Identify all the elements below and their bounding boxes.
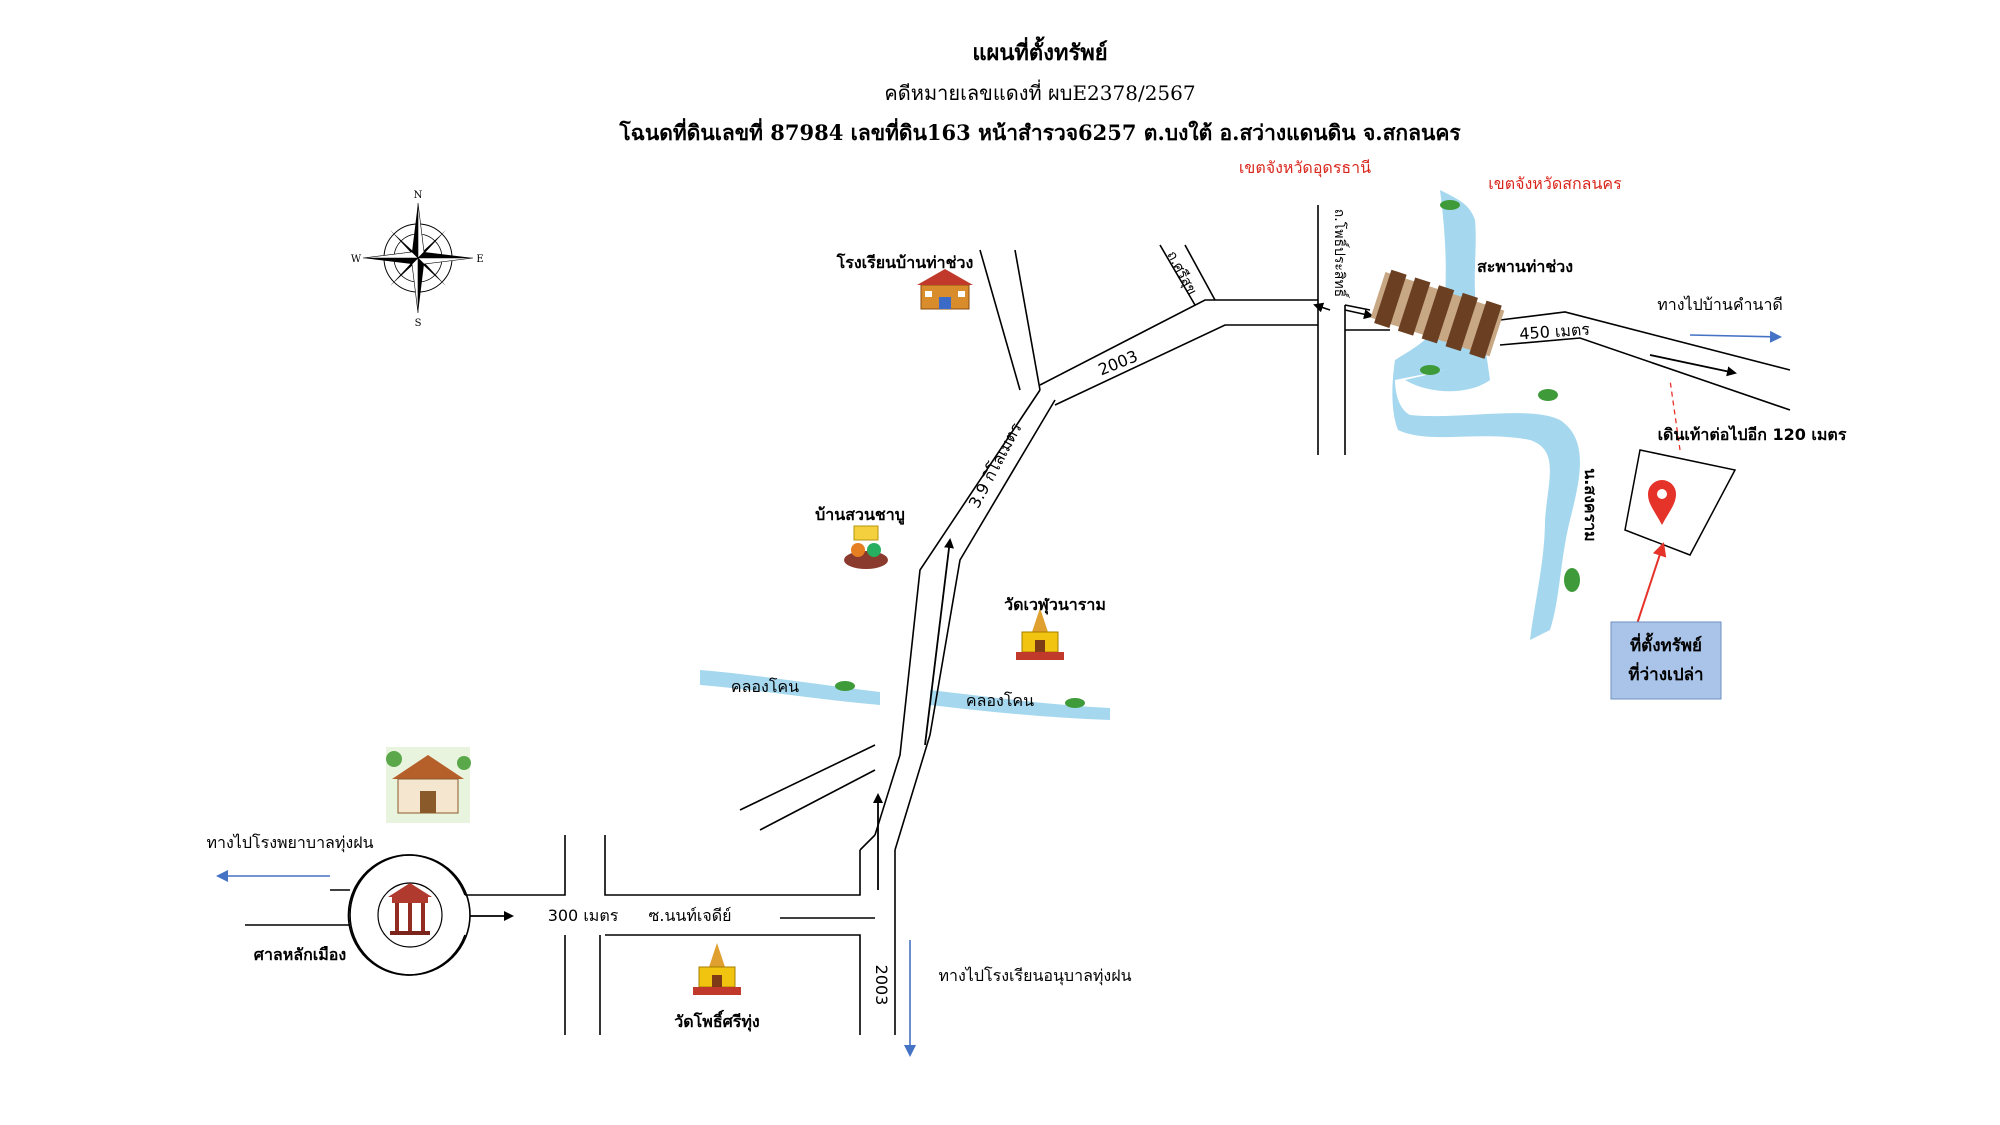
wat-pho-si-label: วัดโพธิ์ศรีทุ่ง <box>674 1010 759 1032</box>
to-ban-khamnadi-label: ทางไปบ้านคำนาดี <box>1657 295 1783 314</box>
canal-right <box>930 690 1110 720</box>
shrine-pavilion-icon <box>388 883 432 935</box>
compass-s: S <box>415 318 422 329</box>
school-label: โรงเรียนบ้านท่าช่วง <box>836 252 974 272</box>
to-kindergarten-label: ทางไปโรงเรียนอนุบาลทุ่งฝน <box>938 966 1131 986</box>
route-arrows <box>470 302 1737 921</box>
location-pin-icon <box>1648 480 1676 525</box>
property-pointer-arrow <box>1634 542 1667 631</box>
bridge-label: สะพานท่าช่วง <box>1477 257 1573 276</box>
distance-450-label: 450 เมตร <box>1519 320 1591 344</box>
city-pillar-label: ศาลหลักเมือง <box>254 945 346 964</box>
wat-wephu-label: วัดเวฬุวนาราม <box>1004 595 1106 615</box>
school-icon <box>917 269 973 310</box>
to-hospital-label: ทางไปโรงพยาบาลทุ่งฝน <box>206 833 373 853</box>
sri-suk-road-label: ถ.ศรีสุข <box>1163 248 1199 297</box>
compass-w: W <box>351 254 362 265</box>
boat-icon <box>835 200 1580 708</box>
distance-300-label: 300 เมตร <box>548 906 619 925</box>
community-hall-icon <box>386 747 471 833</box>
restaurant-icon <box>844 525 888 569</box>
udon-border-label: เขตจังหวัดอุดรธานี <box>1239 158 1371 178</box>
compass-e: E <box>476 254 483 265</box>
case-number: คดีหมายเลขแดงที่ ผบE2378/2567 <box>884 79 1195 105</box>
temple-icon <box>1016 608 1064 660</box>
property-parcel <box>1624 379 1737 556</box>
sakon-border-label: เขตจังหวัดสกลนคร <box>1488 174 1622 193</box>
pho-si-road-label: ถ.โพธิ์ประสิทธิ์ <box>1331 209 1350 299</box>
road-network <box>245 205 1791 1035</box>
river-songkhram <box>1392 190 1580 640</box>
bridge-icon <box>1370 269 1505 359</box>
property-box-line2: ที่ว่างเปล่า <box>1628 662 1703 685</box>
compass-rose-icon: N S E W <box>351 190 484 329</box>
nontchedi-soi-label: ซ.นนท์เจดีย์ <box>649 906 732 925</box>
walk-more-label: เดินเท้าต่อไปอีก 120 เมตร <box>1658 425 1847 444</box>
route-2003-upper: 2003 <box>1096 346 1141 379</box>
property-label-box: ที่ตั้งทรัพย์ ที่ว่างเปล่า <box>1610 621 1722 700</box>
map-title: แผนที่ตั้งทรัพย์ <box>972 36 1107 66</box>
canal-label-1: คลองโคน <box>731 677 799 696</box>
temple-icon <box>693 943 741 995</box>
canal-label-2: คลองโคน <box>966 691 1034 710</box>
property-box-line1: ที่ตั้งทรัพย์ <box>1630 632 1702 656</box>
compass-n: N <box>414 190 423 201</box>
canal-left <box>700 670 880 705</box>
ban-suan-chabu-label: บ้านสวนชาบู <box>815 505 905 526</box>
route-2003-lower: 2003 <box>872 965 891 1006</box>
deed-info: โฉนดที่ดินเลขที่ 87984 เลขที่ดิน163 หน้า… <box>618 117 1461 145</box>
blue-direction-arrows <box>216 330 1782 1057</box>
river-label: น.สงคราม <box>1581 468 1600 541</box>
